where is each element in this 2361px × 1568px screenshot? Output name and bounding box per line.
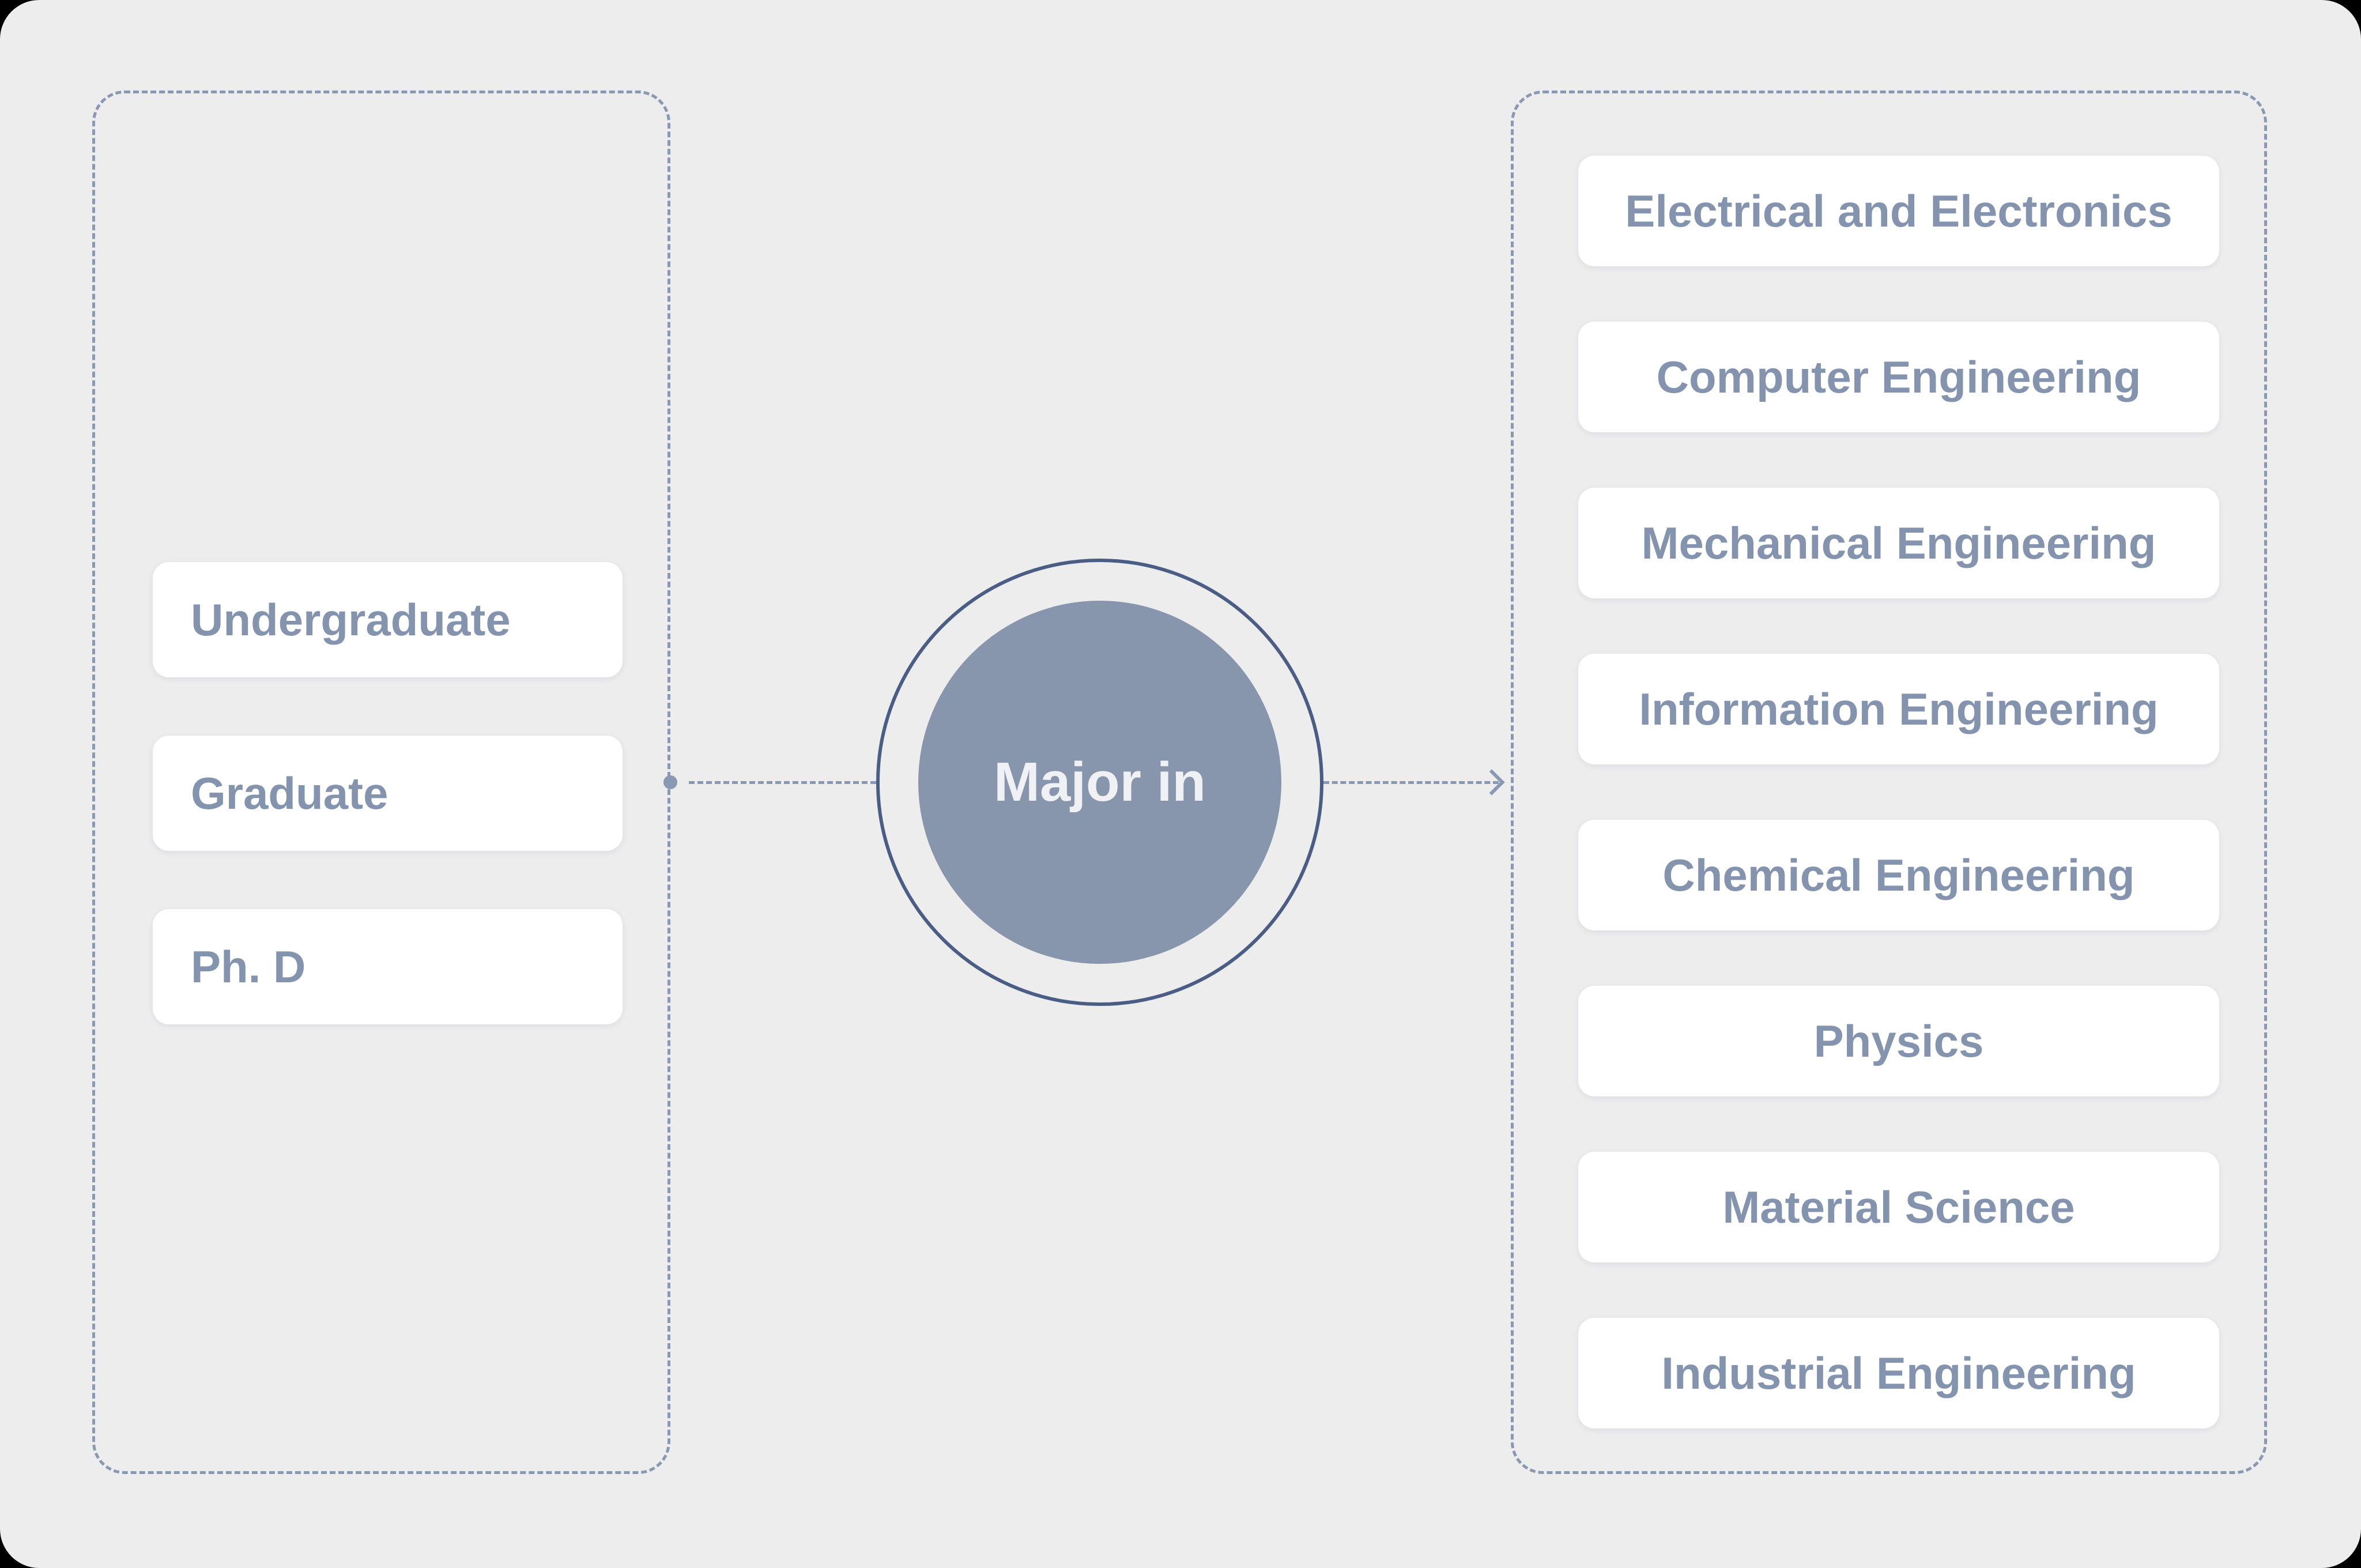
node-computer-engineering[interactable]: Computer Engineering: [1578, 322, 2219, 432]
node-electrical-and-electronics[interactable]: Electrical and Electronics: [1578, 156, 2219, 266]
connector-dot-icon: [663, 775, 677, 789]
node-label: Ph. D: [191, 941, 306, 992]
center-node[interactable]: Major in: [918, 601, 1281, 964]
left-group: Undergraduate Graduate Ph. D: [92, 91, 670, 1474]
center-node-ring: [876, 559, 1323, 1006]
connector-left: [689, 781, 876, 784]
node-phd[interactable]: Ph. D: [153, 909, 623, 1024]
node-graduate[interactable]: Graduate: [153, 736, 623, 851]
node-mechanical-engineering[interactable]: Mechanical Engineering: [1578, 488, 2219, 598]
node-label: Graduate: [191, 767, 389, 819]
node-industrial-engineering[interactable]: Industrial Engineering: [1578, 1318, 2219, 1428]
node-label: Mechanical Engineering: [1641, 517, 2156, 568]
node-label: Physics: [1813, 1015, 1984, 1066]
node-label: Computer Engineering: [1656, 351, 2141, 402]
node-material-science[interactable]: Material Science: [1578, 1152, 2219, 1262]
node-undergraduate[interactable]: Undergraduate: [153, 562, 623, 677]
node-physics[interactable]: Physics: [1578, 986, 2219, 1096]
node-label: Electrical and Electronics: [1625, 185, 2173, 236]
right-group: Electrical and Electronics Computer Engi…: [1511, 91, 2267, 1474]
node-label: Industrial Engineering: [1661, 1347, 2136, 1399]
node-chemical-engineering[interactable]: Chemical Engineering: [1578, 820, 2219, 930]
arrow-right-icon: [1479, 769, 1505, 796]
node-label: Information Engineering: [1639, 683, 2159, 734]
center-node-label: Major in: [993, 751, 1206, 813]
node-information-engineering[interactable]: Information Engineering: [1578, 654, 2219, 764]
node-label: Undergraduate: [191, 594, 511, 645]
node-label: Chemical Engineering: [1662, 849, 2135, 900]
node-label: Material Science: [1722, 1181, 2075, 1232]
connector-right: [1323, 781, 1499, 784]
